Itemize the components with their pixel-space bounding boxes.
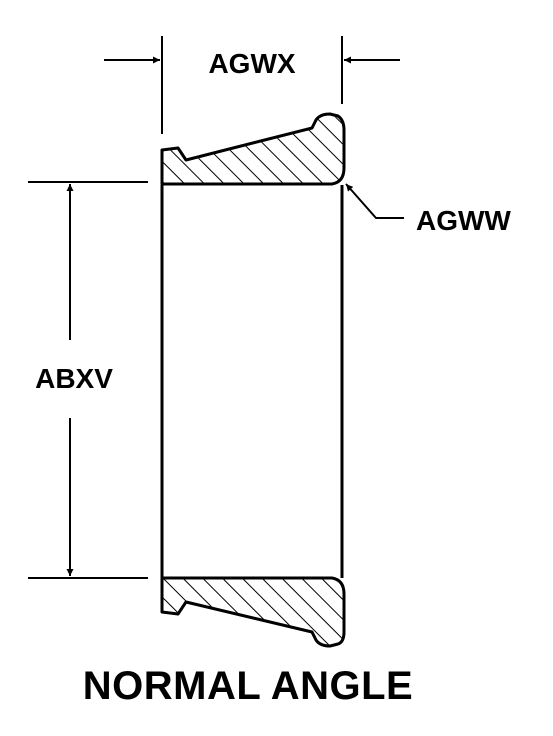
agww-leader bbox=[345, 183, 404, 219]
bore-walls bbox=[160, 185, 344, 578]
abxv-label: ABXV bbox=[35, 363, 113, 394]
agwx-label: AGWX bbox=[208, 48, 295, 79]
lower-flange-section bbox=[160, 576, 346, 648]
upper-flange-section bbox=[160, 112, 346, 186]
diagram-title: NORMAL ANGLE bbox=[82, 664, 414, 708]
agwx-dimension bbox=[104, 36, 400, 134]
agww-label: AGWW bbox=[416, 205, 511, 236]
abxv-dimension bbox=[28, 181, 148, 579]
